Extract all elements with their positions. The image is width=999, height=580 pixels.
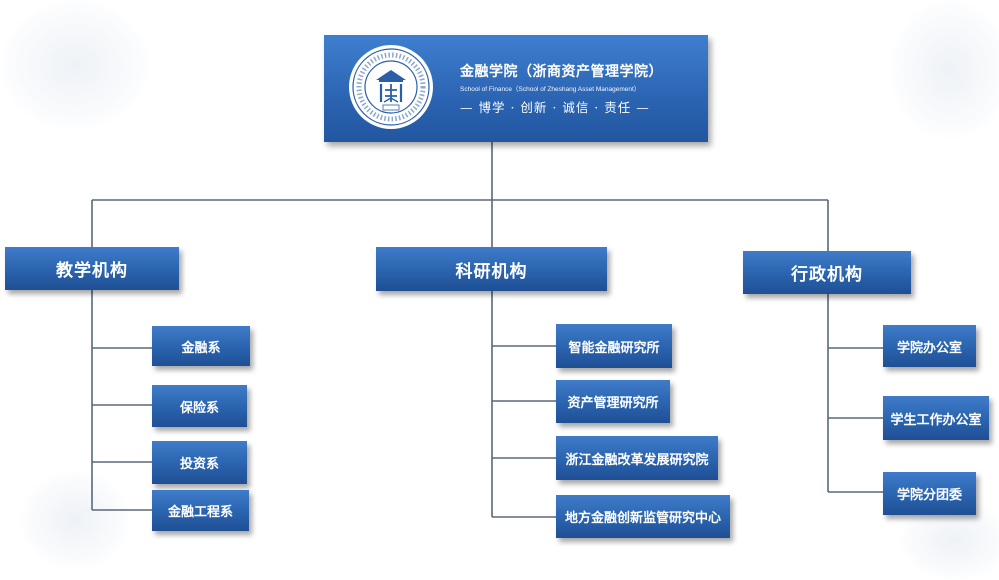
school-motto: — 博学 · 创新 · 诚信 · 责任 — <box>460 100 650 115</box>
unit-zhejiang-reform-academy: 浙江金融改革发展研究院 <box>556 436 718 480</box>
unit-investment-dept: 投资系 <box>152 441 247 484</box>
unit-intelligent-finance-institute: 智能金融研究所 <box>556 324 672 368</box>
category-admin: 行政机构 <box>743 251 911 294</box>
background-decoration <box>20 470 130 570</box>
unit-youth-league-committee: 学院分团委 <box>883 472 976 515</box>
unit-fin-engineering-dept: 金融工程系 <box>152 490 249 531</box>
school-name: 金融学院（浙商资产管理学院） <box>460 64 663 80</box>
category-teaching: 教学机构 <box>5 247 179 290</box>
unit-insurance-dept: 保险系 <box>152 385 247 427</box>
university-emblem-icon <box>349 45 433 129</box>
category-research: 科研机构 <box>376 247 607 291</box>
unit-asset-management-institute: 资产管理研究所 <box>556 380 670 423</box>
unit-local-regulation-center: 地方金融创新监管研究中心 <box>556 495 730 538</box>
unit-student-affairs-office: 学生工作办公室 <box>883 396 989 440</box>
background-decoration <box>0 0 150 130</box>
unit-finance-dept: 金融系 <box>152 326 250 366</box>
background-decoration <box>890 0 999 140</box>
unit-college-office: 学院办公室 <box>883 325 976 367</box>
school-name-english: School of Finance（School of Zheshang Ass… <box>460 86 641 93</box>
school-header-box: 金融学院（浙商资产管理学院） School of Finance（School … <box>324 35 708 142</box>
